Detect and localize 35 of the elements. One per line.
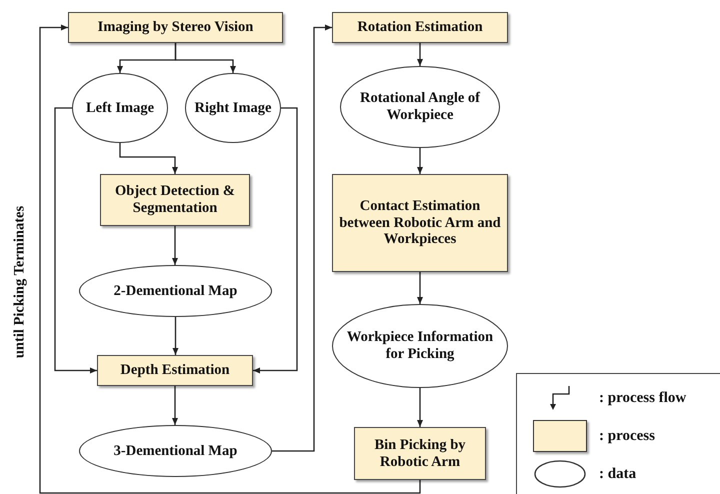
node-label: Rotation Estimation [356,19,484,36]
arrow [54,107,97,374]
node-label: 3-Dementional Map [112,442,238,460]
arrow [417,272,423,304]
arrow [172,386,178,425]
process-box [354,427,486,480]
legend-label: : process flow [599,390,686,406]
process-box [332,174,508,272]
node-label: Rotational Angle of Workpiece [358,90,482,124]
arrow [172,226,178,265]
node-label: Object Detection & Segmentation [114,183,236,217]
node-label: Imaging by Stereo Vision [96,19,254,36]
arrow [174,43,236,73]
arrow [172,317,178,355]
arrow [417,43,423,66]
node-label: Contact Estimation between Robotic Arm and Workpieces [338,198,502,248]
arrow [119,143,178,174]
node-label: Left Image [84,100,156,116]
arrow [417,388,423,427]
arrow [39,24,421,494]
node-label: Bin Picking by Robotic Arm [373,436,467,470]
process-box [100,174,250,226]
arrow [272,24,332,452]
process-box [97,355,253,386]
legend-label: : process [599,428,655,444]
node-label: Right Image [194,100,272,116]
arrow [417,148,423,174]
process-box [68,12,283,43]
arrow [253,107,298,374]
process-box [332,12,508,43]
legend-label: : data [599,466,636,482]
node-label: Depth Estimation [119,362,231,379]
edge-label: until Picking Terminates [12,206,28,358]
node-label: Workpiece Information for Picking [346,329,494,363]
node-label: 2-Dementional Map [112,282,238,300]
